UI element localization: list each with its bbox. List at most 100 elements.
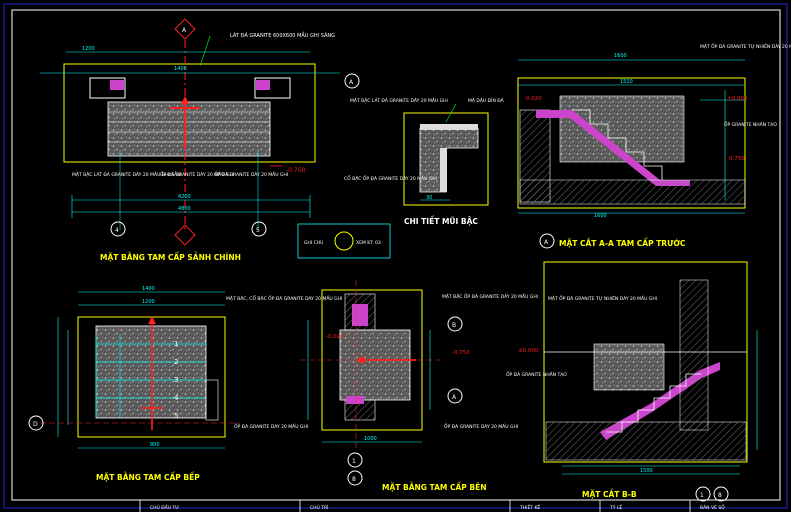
front-finish-right [256,80,270,90]
level-aa-top: ±0.000 [727,96,748,102]
note-detail-right: MẶ DẬU ĐỈN ĐÁ [468,96,505,104]
kitchen-steps [95,325,207,419]
note-aa-top: MẶT ỐP ĐÁ GRANITE TỰ NHIÊN DÀY 20 MẦU GH… [700,42,791,50]
note-aa-right: ỐP GRANITE NHÂN TẠO [724,120,777,128]
title-section-bb: MẶT CẮT B-B [582,489,637,499]
front-plan-steps [107,101,271,157]
tb-cell-4: TỶ LỆ [609,503,622,511]
step-number-4: 4 [174,394,179,402]
bb-title-bubble-1 [695,486,711,502]
bubble-text-front-side: A [349,79,354,86]
note-top: LÁT ĐÁ GRANITE 600X600 MẦU GHI SÁNG [230,31,335,39]
outer-frame [3,3,788,509]
grid-bubble-side-1 [347,452,363,468]
front-plan [40,35,340,230]
bubble-text-bb-8: 8 [718,492,722,499]
grid-bubble-side-b [447,316,463,332]
dim-front-inner: 4200 [178,194,191,200]
bubble-text-kitchen-d: D [33,421,38,428]
side-finish-top [352,304,368,326]
grid-bubble-5 [251,221,267,237]
legend-text: XEM KT: 03 [356,240,381,246]
tb-cell-2: CHỦ TRÌ [310,503,328,511]
bubble-text-side-8: 8 [352,476,356,483]
front-finish-left [110,80,124,90]
front-plan-outline [63,63,316,163]
section-bb [543,261,758,475]
section-aa [517,59,746,214]
dim-aa-mid: 1510 [620,79,633,85]
detail-outline [403,112,489,206]
aa-outline [517,77,746,209]
dim-front-top-a: 1400 [174,66,187,72]
bubble-text-front-top: A [182,27,187,34]
dim-kitchen-total: 1400 [142,286,155,292]
level-aa-left: -0.020 [524,96,542,102]
title-section-aa: MẶT CẮT A-A TAM CẤP TRƯỚC [559,238,686,248]
grid-bubble-side-a [447,388,463,404]
title-nosing-detail: CHI TIẾT MŨI BẬC [404,216,478,226]
dim-side-total: 1000 [364,436,377,442]
note-bb-left: ỐP ĐÁ GRANITE NHÂN TẠO [506,370,567,378]
bb-outline [543,261,748,463]
note-detail-bottom: CỔ BẬC ỐP ĐÁ GRANITE DÀY 20 MẦU GHI [344,174,437,182]
level-aa-mid: -0.750 [727,156,745,162]
bb-title-bubble-8 [713,486,729,502]
bubble-text-5: 5 [256,227,260,234]
section-mark-bottom [174,224,196,246]
legend-label: GHI CHÚ [304,239,323,246]
note-bb-top: MẶT ỐP ĐÁ GRANITE TỰ NHIÊN DÀY 20 MẦU GH… [548,294,657,302]
aa-title-bubble [539,233,555,249]
tb-cell-3: THIẾT KẾ [519,503,540,511]
note-front-left: MẶT BẬC LÁT ĐÁ GRANITE DÀY 20 MẦU GHI SẪ… [72,170,181,178]
note-front-mid: ỐP ĐÁ GRANITE DÀY 20 MẦU GHI [160,170,234,178]
note-side-bottom: ỐP ĐÁ GRANITE DÀY 20 MẦU GHI [444,422,518,430]
legend-box [297,223,391,259]
title-front-plan: MẶT BẰNG TAM CẤP SẢNH CHÍNH [100,252,241,262]
kitchen-plan [40,291,240,449]
note-kitchen-top: MẶT BẬC, CỔ BẬC ỐP ĐÁ GRANITE DÀY 20 MẦU… [226,294,342,302]
side-finish-bottom [346,396,364,404]
tb-cell-5: BẢN VẼ SỐ [700,503,725,511]
note-side-top: MẶT BẬC ỐP ĐÁ GRANITE DÀY 20 MẦU GHI [442,292,538,300]
section-mark-top [174,18,196,40]
nosing-detail [403,103,489,206]
dim-detail-a: 30 [426,195,432,201]
bubble-text-side-b: B [452,322,456,329]
dim-aa-bottom: 1600 [594,213,607,219]
note-detail-top: MẶT BẬC LÁT ĐÁ GRANITE DÀY 20 MẦU GHI [350,96,448,104]
dim-aa-total: 1600 [614,53,627,59]
legend-symbol [334,231,354,251]
bubble-text-bb-1: 1 [700,492,704,499]
grid-bubble-side-8 [347,470,363,486]
note-front-right: ỐP ĐÁ GRANITE DÀY 20 MẦU GHI [214,170,288,178]
title-kitchen-plan: MẶT BẰNG TAM CẤP BẾP [96,472,200,482]
grid-bubble-kitchen-d [28,415,44,431]
step-number-3: 3 [174,376,178,384]
aa-stair-finish [536,110,690,186]
dim-front-total: 4800 [178,206,191,212]
step-number-5: 5 [174,412,178,420]
side-steps [339,329,411,401]
level-side-top: -0.020 [326,334,344,340]
bubble-text-4: 4 [115,227,119,234]
dim-kitchen-bottom: 800 [150,442,160,448]
bubble-text-side-a: A [452,394,457,401]
dim-bb-total: 1500 [640,468,653,474]
bubble-text-aa: A [544,239,549,246]
bubble-text-side-1: 1 [352,458,356,465]
note-kitchen-bottom: ỐP ĐÁ GRANITE DÀY 20 MẦU GHI [234,422,308,430]
side-plan [300,280,440,450]
tb-cell-1: CHỦ ĐẦU TƯ [150,503,179,511]
front-planter-left [89,77,126,99]
title-block [12,499,780,512]
grid-bubble-4 [110,221,126,237]
dim-kitchen-inner: 1200 [142,299,155,305]
level-bb-top: ±0.000 [518,348,539,354]
level-side-bot: -0.750 [452,350,470,356]
front-planter-right [254,77,291,99]
step-number-1: 1 [174,340,178,348]
step-number-2: 2 [174,358,178,366]
